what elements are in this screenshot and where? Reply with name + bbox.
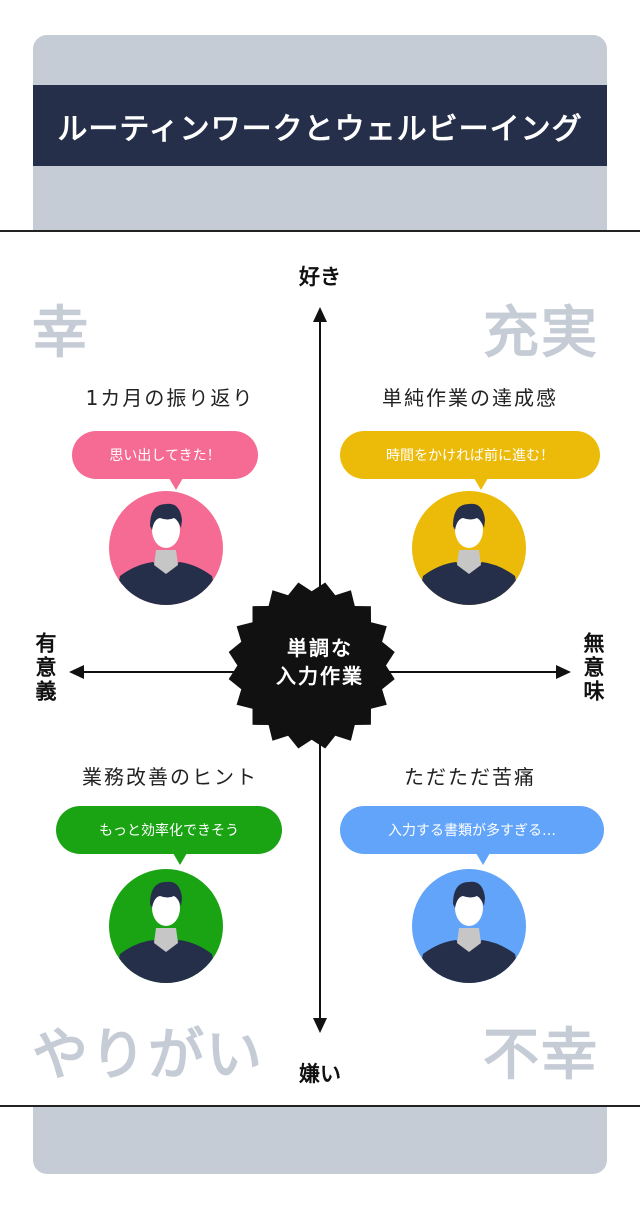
corner-bottom-left: やりがい	[32, 1023, 264, 1088]
shirt	[417, 562, 521, 605]
speech-bubble-text: もっと効率化できそう	[99, 823, 239, 839]
shirt	[114, 562, 218, 605]
center-line1: 単調な	[287, 636, 353, 660]
center-label: 単調な 入力作業	[250, 634, 390, 690]
avatar-top-right	[412, 491, 526, 605]
avatar-bottom-right	[412, 869, 526, 983]
speech-bubble-bottom-left: もっと効率化できそう	[56, 806, 282, 865]
caption-bottom-left: 業務改善のヒント	[82, 765, 258, 789]
shirt	[417, 940, 521, 983]
arrow-down-icon	[313, 1018, 327, 1033]
axis-label-bottom: 嫌い	[299, 1062, 341, 1086]
corner-top-right: 充実	[483, 301, 599, 366]
speech-bubble-text: 思い出してきた！	[109, 448, 221, 464]
bubble-tail	[476, 853, 490, 865]
corner-top-left: 幸	[32, 301, 90, 366]
face	[152, 512, 180, 548]
neck	[154, 928, 178, 952]
caption-top-right: 単純作業の達成感	[382, 386, 558, 410]
hair	[453, 503, 485, 530]
hair	[150, 503, 182, 530]
avatar-top-left	[109, 491, 223, 605]
bubble-tail	[474, 478, 488, 490]
caption-top-left: 1カ月の振り返り	[85, 386, 255, 410]
neck	[457, 550, 481, 574]
caption-bottom-right: ただただ苦痛	[404, 765, 536, 789]
bubble-tail	[169, 478, 183, 490]
hair	[453, 881, 485, 908]
center-badge	[228, 582, 395, 749]
face	[455, 512, 483, 548]
bubble-tail	[173, 853, 187, 865]
speech-bubble-text: 入力する書類が多すぎる…	[388, 823, 556, 839]
arrow-left-icon	[69, 665, 84, 679]
axis-label-left: 有意義	[33, 632, 57, 704]
neck	[457, 928, 481, 952]
arrow-right-icon	[556, 665, 571, 679]
hair	[150, 881, 182, 908]
page-title: ルーティンワークとウェルビーイング	[33, 85, 607, 166]
avatar-bottom-left	[109, 869, 223, 983]
speech-bubble-top-right: 時間をかければ前に進む！	[340, 431, 600, 490]
speech-bubble-bottom-right: 入力する書類が多すぎる…	[340, 806, 604, 865]
face	[455, 890, 483, 926]
neck	[154, 550, 178, 574]
face	[152, 890, 180, 926]
corner-bottom-right: 不幸	[483, 1023, 599, 1088]
axis-label-right: 無意味	[581, 632, 605, 704]
shirt	[114, 940, 218, 983]
speech-bubble-text: 時間をかければ前に進む！	[386, 448, 554, 464]
arrow-up-icon	[313, 307, 327, 322]
center-line2: 入力作業	[276, 664, 364, 688]
axis-label-top: 好き	[299, 265, 341, 289]
speech-bubble-top-left: 思い出してきた！	[72, 431, 258, 490]
